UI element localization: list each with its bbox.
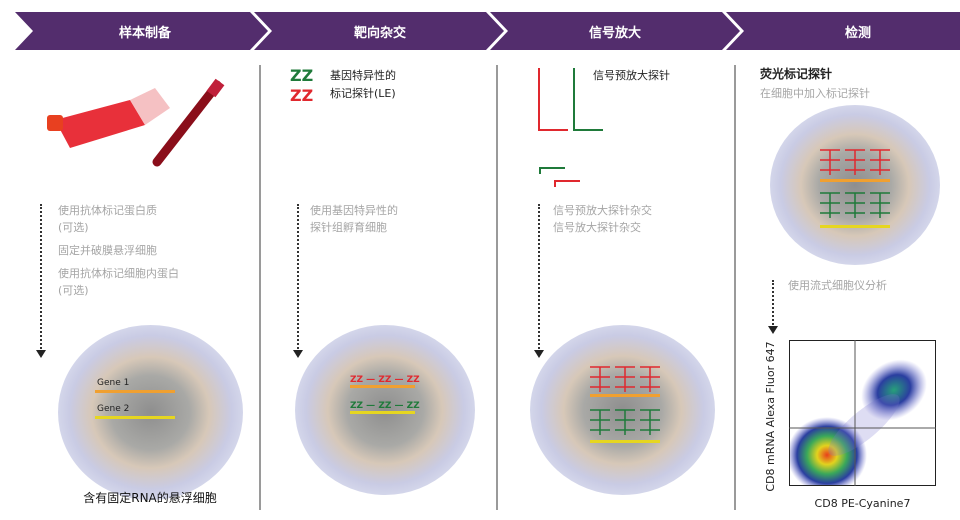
divider [496, 65, 498, 510]
section-subtitle: 在细胞中加入标记探针 [760, 87, 870, 100]
cell-illustration [58, 325, 243, 500]
step-text: 信号放大探针杂交 [553, 221, 641, 234]
gene-strand [95, 416, 175, 419]
step-text: 使用抗体标记细胞内蛋白 [58, 267, 179, 280]
dotted-arrow [36, 204, 46, 358]
gene-strand [95, 390, 175, 393]
step-text: 使用基因特异性的 [310, 204, 398, 217]
step-text: (可选) [58, 221, 89, 234]
gene-strand [350, 411, 415, 414]
amplified-probe-tree-icon [590, 366, 660, 443]
dotted-arrow [534, 204, 544, 358]
zz-probe-row: ZZ — ZZ — ZZ [350, 375, 420, 385]
labeled-probe-tree-icon [820, 149, 890, 228]
green-zz-probe-icon: ZZ [290, 66, 314, 85]
step-text: 使用抗体标记蛋白质 [58, 204, 157, 217]
step-signal-amplification: 信号放大 [588, 26, 641, 41]
step-sample-prep: 样本制备 [118, 26, 171, 41]
divider [259, 65, 261, 510]
cell-illustration [295, 325, 475, 495]
divider [734, 65, 736, 510]
dotted-arrow [293, 204, 303, 358]
step-text: 固定并破膜悬浮细胞 [58, 244, 157, 257]
gene-label: Gene 1 [97, 378, 130, 388]
step-detection: 检测 [844, 26, 871, 41]
flow-cytometry-plot [789, 340, 936, 486]
gene-strand [350, 385, 415, 388]
step-text: 信号预放大探针杂交 [553, 204, 652, 217]
caption: 含有固定RNA的悬浮细胞 [83, 491, 217, 505]
step-text: (可选) [58, 284, 89, 297]
workflow-banner [15, 12, 960, 50]
step-text: 使用流式细胞仪分析 [788, 279, 887, 292]
plot-x-label: CD8 PE-Cyanine7 [814, 497, 911, 510]
step-target-hybridization: 靶向杂交 [353, 26, 406, 41]
zz-probe-row: ZZ — ZZ — ZZ [350, 401, 420, 411]
plot-y-label: CD8 mRNA Alexa Fluor 647 [764, 341, 777, 492]
legend-text: 标记探针(LE) [330, 87, 396, 100]
gene-label: Gene 2 [97, 404, 130, 414]
red-zz-probe-icon: ZZ [290, 86, 314, 105]
preamplifier-probe-icon [538, 68, 603, 187]
step-text: 探针组孵育细胞 [310, 221, 387, 234]
flask-and-tube-icon [47, 78, 225, 167]
cell-illustration [770, 105, 940, 265]
dotted-arrow [768, 280, 778, 334]
legend-text: 基因特异性的 [330, 69, 396, 82]
legend-text: 信号预放大探针 [593, 69, 670, 82]
section-title: 荧光标记探针 [760, 67, 833, 81]
